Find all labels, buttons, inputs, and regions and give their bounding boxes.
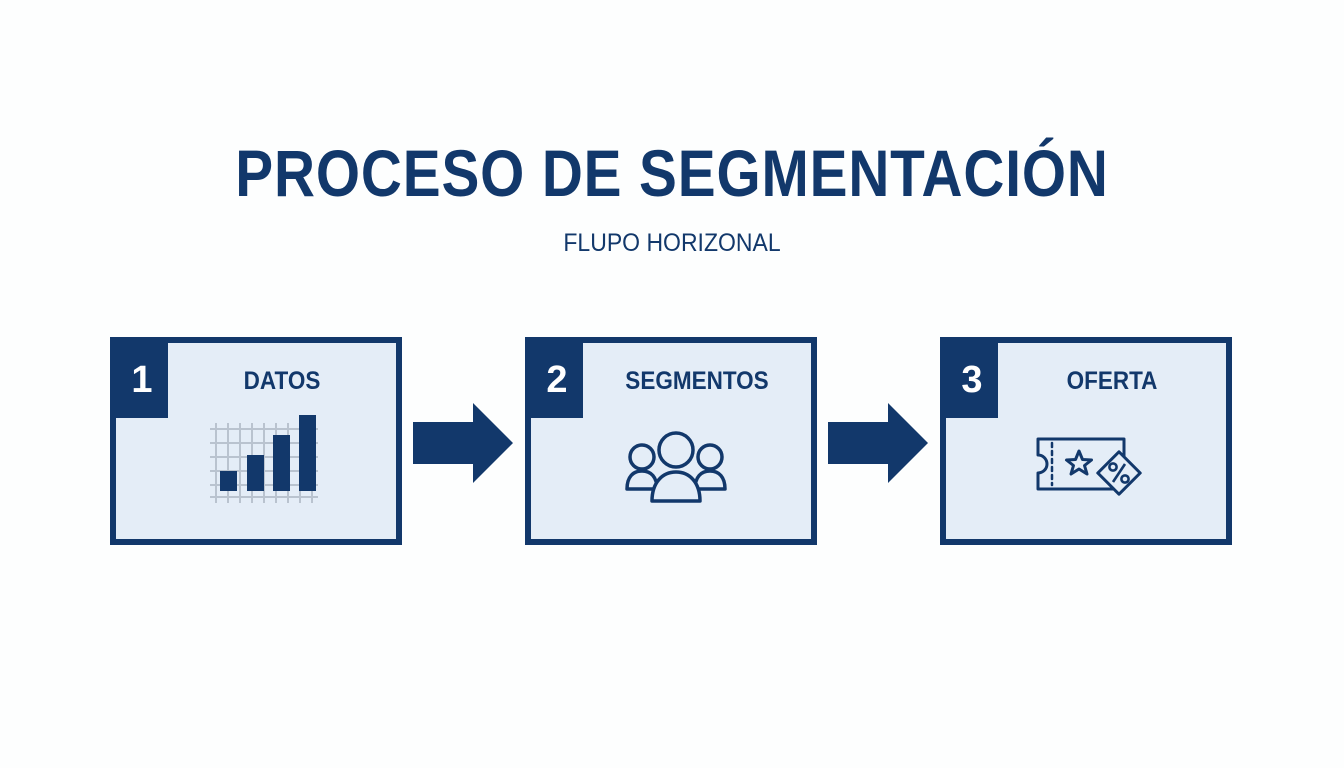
people-group-icon bbox=[625, 431, 727, 503]
step-number-badge: 2 bbox=[531, 343, 583, 418]
flow-arrow-icon bbox=[413, 403, 513, 483]
step-label: OFERTA bbox=[1066, 367, 1158, 395]
step-box-segmentos: 2 SEGMENTOS bbox=[525, 337, 817, 545]
step-label: DATOS bbox=[243, 367, 321, 395]
flow-arrow-icon bbox=[828, 403, 928, 483]
step-label: SEGMENTOS bbox=[625, 367, 769, 395]
step-box-oferta: 3 OFERTA bbox=[940, 337, 1232, 545]
bar-chart-icon bbox=[210, 415, 318, 503]
page-subtitle: FLUPO HORIZONAL bbox=[563, 229, 781, 257]
step-number-badge: 1 bbox=[116, 343, 168, 418]
discount-ticket-icon bbox=[1036, 437, 1142, 496]
step-box-datos: 1 DATOS bbox=[110, 337, 402, 545]
page-title: PROCESO DE SEGMENTACIÓN bbox=[235, 136, 1109, 210]
step-number-badge: 3 bbox=[946, 343, 998, 418]
